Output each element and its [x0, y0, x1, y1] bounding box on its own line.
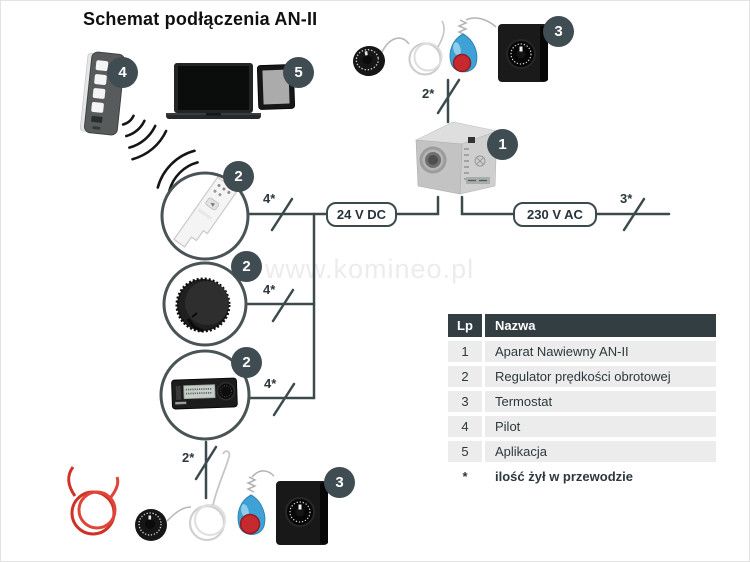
core-count-2-label: 2*: [182, 450, 195, 465]
badge-thermostat-3: 3: [543, 16, 574, 47]
an2-unit-image: [414, 121, 499, 195]
badge-regulator-2: 2: [231, 347, 262, 378]
legend-row-lp: 1: [448, 341, 482, 362]
legend-footnote-row: * ilość żył w przewodzie: [448, 466, 716, 487]
legend-row: 3 Termostat: [448, 391, 716, 412]
legend-row-lp: 5: [448, 441, 482, 462]
thermostat-set-bottom-image: [67, 450, 328, 545]
legend-row-lp: 3: [448, 391, 482, 412]
legend-footnote-text: ilość żył w przewodzie: [495, 469, 633, 484]
legend-row-name: Pilot: [485, 416, 716, 437]
legend-row-name: Regulator prędkości obrotowej: [485, 366, 716, 387]
legend-header-lp: Lp: [448, 314, 482, 337]
legend-row: 2 Regulator prędkości obrotowej: [448, 366, 716, 387]
core-count-3-label: 3*: [620, 191, 633, 206]
regulator-digital-image: [159, 349, 251, 441]
legend-row-name: Aplikacja: [485, 441, 716, 462]
legend-row-name: Termostat: [485, 391, 716, 412]
core-count-4-label: 4*: [263, 282, 276, 297]
legend-row-lp: 2: [448, 366, 482, 387]
core-count-slashes: [194, 78, 646, 481]
core-count-2-label: 2*: [422, 86, 435, 101]
dc-voltage-label: 24 V DC: [326, 202, 397, 227]
legend-header-row: Lp Nazwa: [448, 314, 716, 337]
badge-regulator-2: 2: [231, 251, 262, 282]
core-count-4-label: 4*: [263, 191, 276, 206]
regulator-knob-image: [162, 261, 248, 347]
badge-regulator-2: 2: [223, 161, 254, 192]
legend-row: 5 Aplikacja: [448, 441, 716, 462]
legend-header-name: Nazwa: [485, 314, 716, 337]
regulator-din-image: [160, 171, 250, 261]
wire-segments: [204, 78, 671, 500]
legend-row: 4 Pilot: [448, 416, 716, 437]
badge-pilot-4: 4: [107, 57, 138, 88]
thermostat-set-top-image: [353, 17, 548, 82]
legend-row-lp: 4: [448, 416, 482, 437]
legend-row-name: Aparat Nawiewny AN-II: [485, 341, 716, 362]
laptop-image: [166, 63, 261, 119]
badge-unit-1: 1: [487, 129, 518, 160]
legend-footnote-mark: *: [462, 469, 468, 484]
badge-app-5: 5: [283, 57, 314, 88]
page-title: Schemat podłączenia AN-II: [83, 9, 318, 29]
watermark-text: www.komineo.pl: [265, 254, 475, 284]
core-count-4-label: 4*: [264, 376, 277, 391]
badge-thermostat-3: 3: [324, 467, 355, 498]
ac-voltage-label: 230 V AC: [513, 202, 597, 227]
legend-row: 1 Aparat Nawiewny AN-II: [448, 341, 716, 362]
legend-table: Lp Nazwa 1 Aparat Nawiewny AN-II 2 Regul…: [448, 314, 716, 491]
